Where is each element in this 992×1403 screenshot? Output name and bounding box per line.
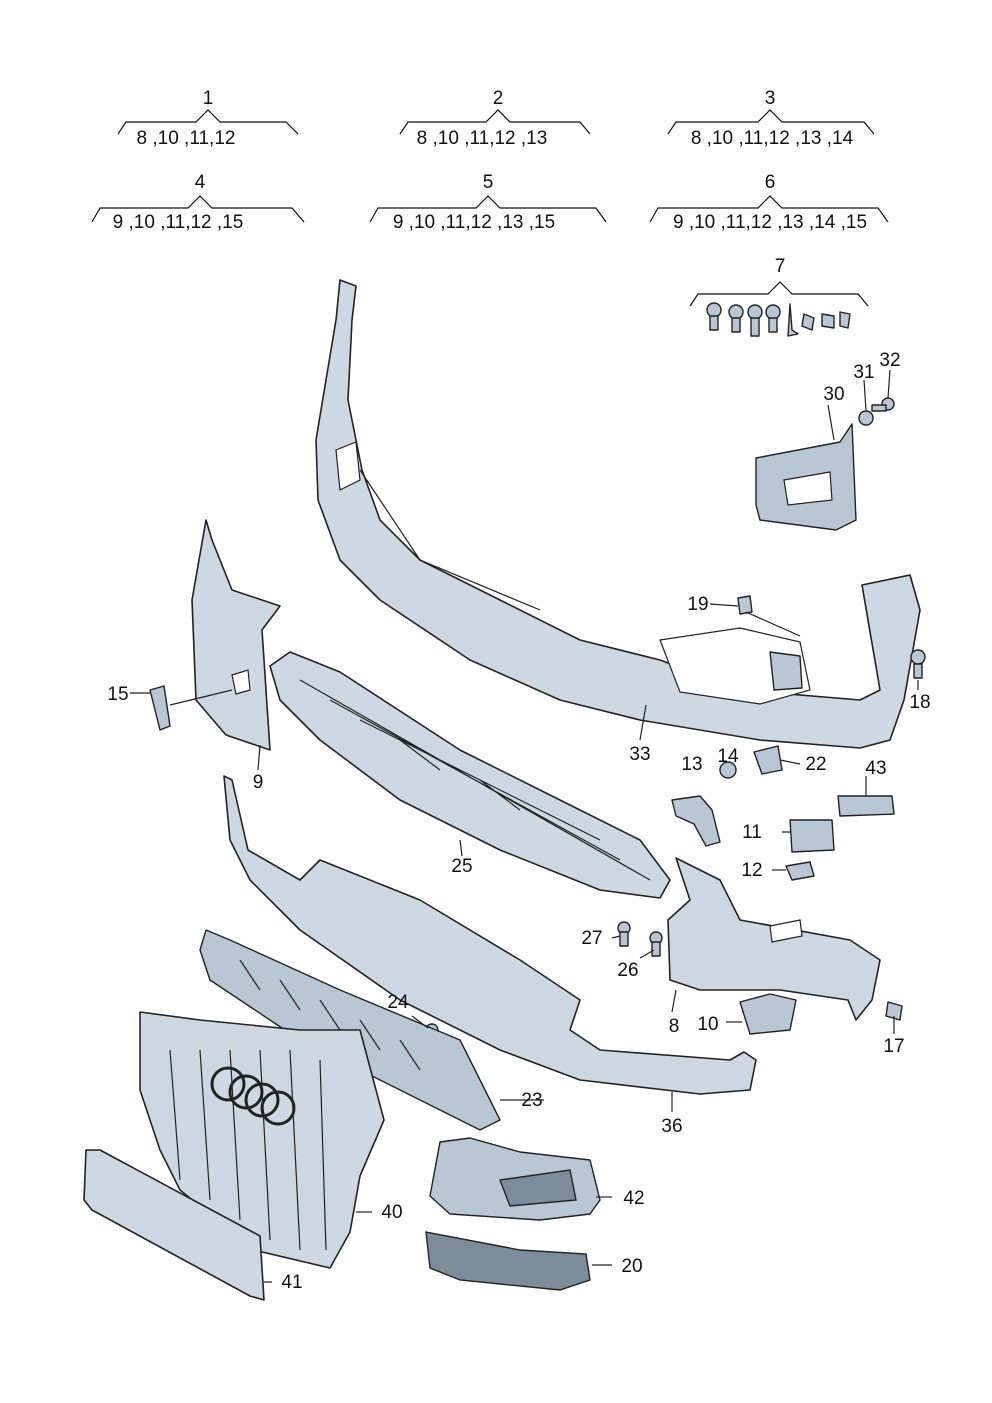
carrier-25 xyxy=(269,651,671,899)
part-label-22: 22 xyxy=(805,754,826,775)
part-label-40: 40 xyxy=(381,1202,402,1223)
screw-32 xyxy=(871,397,895,412)
part-label-17: 17 xyxy=(883,1036,904,1057)
part-label-23: 23 xyxy=(521,1090,542,1111)
clip-17 xyxy=(885,1001,903,1021)
clip-12 xyxy=(785,861,815,881)
group-items: 8 ,10 ,11,12 ,13 ,14 xyxy=(691,128,854,149)
trim-43 xyxy=(837,795,895,817)
part-label-33: 33 xyxy=(629,744,650,765)
part-label-18: 18 xyxy=(909,692,930,713)
group-4: 4 9 ,10 ,11,12 ,15 xyxy=(91,172,305,233)
cover-11 xyxy=(789,819,835,853)
part-label-19: 19 xyxy=(687,594,708,615)
group-number: 1 xyxy=(203,88,214,109)
part-label-25: 25 xyxy=(451,856,472,877)
trim-8 xyxy=(667,857,881,1021)
group-items: 9 ,10 ,11,12 ,13 ,15 xyxy=(393,212,555,233)
group-number: 7 xyxy=(775,256,786,277)
group-items: 9 ,10 ,11,12 ,13 ,14 ,15 xyxy=(673,212,867,233)
audi-rings-logo xyxy=(210,1066,296,1126)
part-label-12: 12 xyxy=(741,860,762,881)
part-label-10: 10 xyxy=(697,1014,718,1035)
part-label-20: 20 xyxy=(621,1256,642,1277)
group-number: 4 xyxy=(195,172,206,193)
part-label-26: 26 xyxy=(617,960,638,981)
part-label-11: 11 xyxy=(742,822,762,843)
clip-19 xyxy=(737,595,753,615)
part-label-30: 30 xyxy=(823,384,844,405)
group-items: 8 ,10 ,11,12 xyxy=(137,128,236,149)
bumper-cover-33 xyxy=(315,279,921,749)
plate-41 xyxy=(83,1149,265,1301)
spoiler-36 xyxy=(223,775,757,1095)
bracket-30 xyxy=(755,423,857,531)
group-1: 1 8 ,10 ,11,12 xyxy=(117,88,299,149)
part-label-36: 36 xyxy=(661,1116,682,1137)
clip-18 xyxy=(910,649,926,679)
group-5: 5 9 ,10 ,11,12 ,13 ,15 xyxy=(369,172,607,233)
grille-20 xyxy=(425,1231,591,1291)
part-label-31: 31 xyxy=(853,362,874,383)
bracket-13 xyxy=(671,795,721,847)
group-number: 5 xyxy=(483,172,494,193)
part-label-24: 24 xyxy=(387,992,409,1013)
part-label-32: 32 xyxy=(879,350,900,371)
group-number: 2 xyxy=(493,88,504,109)
part-labels: 15 9 33 19 18 30 31 32 13 14 22 43 11 12… xyxy=(107,350,930,1293)
group-6: 6 9 ,10 ,11,12 ,13 ,14 ,15 xyxy=(649,172,889,233)
part-label-9: 9 xyxy=(253,772,264,793)
part-label-8: 8 xyxy=(669,1016,680,1037)
group-number: 3 xyxy=(765,88,776,109)
screw-set-icon xyxy=(706,302,851,337)
nut-14 xyxy=(719,761,737,779)
part-label-15: 15 xyxy=(107,684,128,705)
part-label-42: 42 xyxy=(623,1188,644,1209)
part-label-13: 13 xyxy=(681,754,702,775)
bracket-22 xyxy=(753,745,783,775)
trim-9 xyxy=(191,519,281,751)
part-label-27: 27 xyxy=(581,928,602,949)
part-label-41: 41 xyxy=(281,1272,302,1293)
group-number: 6 xyxy=(765,172,776,193)
nut-31 xyxy=(858,410,874,426)
group-2: 2 8 ,10 ,11,12 ,13 xyxy=(399,88,591,149)
grille-42 xyxy=(429,1137,601,1221)
cap-15 xyxy=(149,685,171,731)
group-7: 7 xyxy=(689,256,869,337)
group-3: 3 8 ,10 ,11,12 ,13 ,14 xyxy=(667,88,875,149)
group-items: 8 ,10 ,11,12 ,13 xyxy=(417,128,548,149)
cap-10 xyxy=(739,993,797,1035)
leader-lines xyxy=(130,369,919,1283)
part-label-43: 43 xyxy=(865,758,886,779)
group-items: 9 ,10 ,11,12 ,15 xyxy=(113,212,244,233)
screw-27 xyxy=(617,921,631,947)
part-label-14: 14 xyxy=(717,746,739,767)
screw-26 xyxy=(649,931,663,957)
